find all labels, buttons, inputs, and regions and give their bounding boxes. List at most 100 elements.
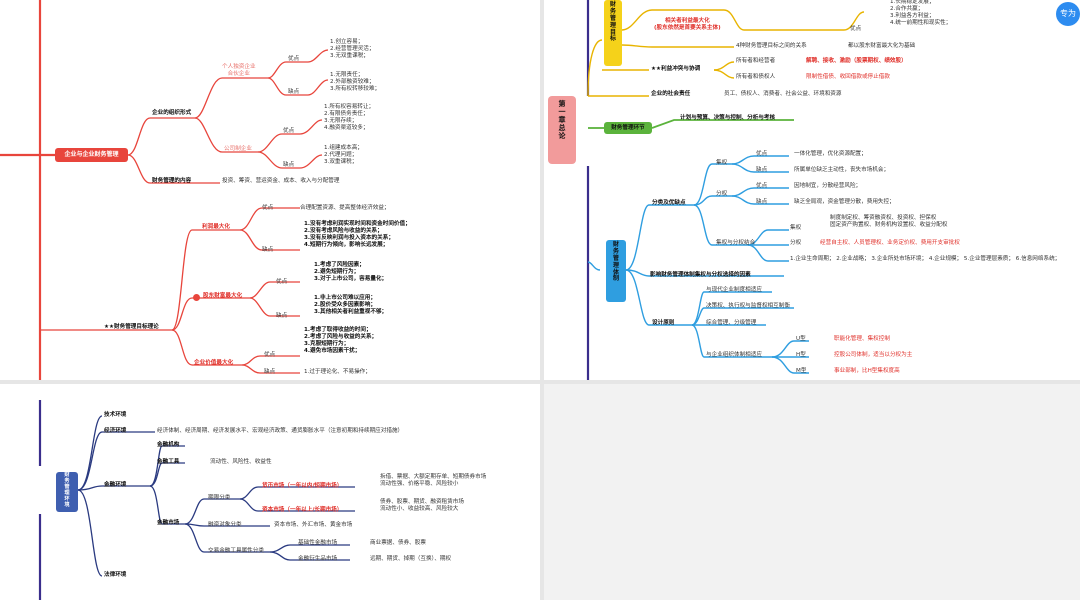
obj-text: 资本市场、外汇市场、黄金市场 [274, 522, 353, 528]
sole-partner-label: 个人独资企业 合伙企业 [222, 64, 256, 77]
social-text: 员工、债权人、消费者、社会公益、环境和资源 [724, 91, 842, 97]
target-icon [193, 294, 200, 301]
mix-central-label: 集权 [790, 225, 802, 231]
m-type-label: M型 [796, 368, 807, 374]
mix-decentral-label: 分权 [790, 240, 802, 246]
fin-tool-label: 金融工具 [157, 459, 180, 465]
owner-manager-label: 所有者和经营者 [736, 58, 776, 64]
law-env-label: 法律环境 [104, 572, 127, 578]
dis-label: 缺点 [283, 162, 295, 168]
adv-items: 1.考虑了取得收益的时间； 2.考虑了风险与收益的关系； 3.克服短期行为； 4… [304, 327, 378, 354]
adv-label: 优点 [756, 183, 768, 189]
owner-manager-text: 解聘、接收、激励（股票期权、绩效股） [806, 58, 907, 64]
connector-lines [586, 0, 865, 380]
user-avatar[interactable]: 专为 [1056, 2, 1080, 26]
environment-root: 财 务 管 理 环 境 [56, 472, 78, 512]
adv-label: 优点 [850, 26, 862, 32]
adv-label: 优点 [288, 56, 300, 62]
types-label: 分类及优缺点 [652, 200, 686, 206]
dis-label: 缺点 [288, 89, 300, 95]
cap-mkt-label: 资本市场（一年以上/长期市场） [262, 507, 343, 513]
owner-creditor-text: 限制性借债、收回借款或停止借款 [806, 74, 890, 80]
relation-text: 都以股东财富最大化为基础 [848, 43, 916, 49]
dis-label: 缺点 [756, 199, 768, 205]
mix-decentral-text: 经营自主权、人员管理权、业务定价权、费用开支审批权 [820, 240, 960, 246]
profit-max-label: 利润最大化 [202, 224, 230, 230]
dis-label: 缺点 [264, 369, 276, 375]
conflict-label: ★★利益冲突与协调 [651, 66, 701, 72]
goal-box: 财 务 管 理 目 标 [604, 0, 622, 66]
econ-env-label: 经济环境 [104, 428, 127, 434]
blank-panel [544, 384, 1080, 600]
dis-text: 1.过于理论化、不易操作； [304, 369, 371, 375]
mindmap-panel-overview: 第 一 章 总 论 财 务 管 理 目 标 相关者利益最大化 (股东依然是首要关… [544, 0, 1080, 380]
u-type-text: 职能化管理、集权控制 [834, 336, 890, 342]
tech-env-label: 技术环境 [104, 412, 127, 418]
root-node: 企业与企业财务管理 [55, 148, 128, 162]
money-mkt-text: 拆借、票据、大额定期存单、短期债券市场 流动性强、价格平稳、风险较小 [380, 474, 487, 487]
deriv-mkt-label: 金融衍生品市场 [298, 556, 338, 562]
adv-text: 因地制宜，分散经营风险； [794, 183, 862, 189]
fin-mkt-label: 金融市场 [157, 520, 180, 526]
adv-items: 1.考虑了风险因素； 2.避免短期行为； 3.对于上市公司，容易量化； [314, 262, 388, 282]
factors-text: 1.企业生命周期； 2.企业战略； 3.企业所处市场环境； 4.企业规模； 5.… [790, 256, 1061, 262]
share-max-label: 股东财富最大化 [203, 293, 243, 299]
design-label: 设计原则 [652, 320, 675, 326]
stakeholder-label: 相关者利益最大化 (股东依然是首要关系主体) [654, 18, 721, 31]
adv-label: 优点 [283, 128, 295, 134]
adv-text: 合理配置资源、提高整体经济效益； [300, 205, 390, 211]
factors-label: 影响财务管理体制集权与分权选择的因素 [650, 272, 751, 278]
design-item-3: 综合管理、分级管理 [706, 320, 757, 326]
org-forms-label: 企业的组织形式 [152, 110, 192, 116]
m-type-text: 事业部制，比H型集权度高 [834, 368, 900, 374]
chapter-root: 第 一 章 总 论 [548, 96, 576, 164]
decentral-label: 分权 [716, 191, 728, 197]
money-mkt-label: 货币市场（一年以内/短期市场） [262, 483, 343, 489]
mindmap-panel-enterprise: 企业与企业财务管理 企业的组织形式 个人独资企业 合伙企业 优点 1.创立容易；… [0, 0, 540, 380]
u-type-label: U型 [796, 336, 806, 342]
dis-text: 缺乏全局观，资金管理分散，费用失控； [794, 199, 895, 205]
dis-items: 1.组建成本高； 2.代理问题； 3.双重课税； [324, 145, 363, 165]
adv-items: 1.所有权容易转让； 2.有限债务责任； 3.无限存续； 4.融资渠道较多； [324, 104, 375, 131]
dis-items: 1.非上市公司难以应用； 2.股价受众多因素影响； 3.其他相关者利益重视不够； [314, 295, 388, 315]
adv-items: 1.创立容易； 2.经营管理灵活； 3.无双重课税； [330, 39, 375, 59]
design-item-4: 与企业组织体制相适应 [706, 352, 762, 358]
company-label: 公司制企业 [224, 146, 252, 152]
dis-label: 缺点 [262, 247, 274, 253]
adv-label: 优点 [756, 151, 768, 157]
design-item-2: 决策权、执行权与监督权相互制衡 [706, 303, 790, 309]
adv-items: 1.长期稳定发展； 2.合作共赢； 3.利益各方利益； 4.统一前期性和现实性； [890, 0, 952, 26]
adv-label: 优点 [276, 279, 288, 285]
dis-label: 缺点 [276, 313, 288, 319]
fm-content-text: 投资、筹资、营运资金、成本、收入与分配管理 [222, 178, 340, 184]
econ-env-text: 经济体制、经济周期、经济发展水平、宏观经济政策、通货膨胀水平（注意初期和持续期应… [157, 428, 404, 434]
theory-label: ★★财务管理目标理论 [104, 324, 159, 330]
mix-label: 集权与分权结合 [716, 240, 756, 246]
h-type-text: 控股公司体制，适当以分权为主 [834, 352, 913, 358]
design-item-1: 与现代企业制度相适应 [706, 287, 762, 293]
system-box: 财 务 管 理 体 制 [606, 240, 626, 302]
link-text: 计划与预算、决策与控制、分析与考核 [680, 115, 776, 121]
adv-label: 优点 [264, 352, 276, 358]
attr-label: 交易金融工具属性分类 [208, 548, 264, 554]
value-max-label: 企业价值最大化 [194, 360, 234, 366]
central-label: 集权 [716, 160, 728, 166]
social-label: 企业的社会责任 [651, 91, 691, 97]
adv-text: 一体化管理，优化资源配置； [794, 151, 867, 157]
obj-label: 融资对象分类 [208, 522, 242, 528]
fin-env-label: 金融环境 [104, 482, 127, 488]
cap-mkt-text: 债券、股票、期货、融资租赁市场 流动性小、收益较高、风险较大 [380, 499, 464, 512]
connector-lines [0, 0, 329, 380]
owner-creditor-label: 所有者和债权人 [736, 74, 776, 80]
basic-mkt-text: 商业票据、债券、股票 [370, 540, 426, 546]
term-label: 期限分类 [208, 495, 231, 501]
fin-tool-text: 流动性、风险性、收益性 [210, 459, 272, 465]
adv-label: 优点 [262, 205, 274, 211]
h-type-label: H型 [796, 352, 806, 358]
connector-lines [38, 400, 355, 600]
deriv-mkt-text: 远期、期货、掉期（互换）、期权 [370, 556, 452, 562]
mix-central-text: 制度制定权、筹资融资权、投资权、担保权 固定资产购置权、财务机构设置权、收益分配… [830, 215, 948, 228]
relation-label: 4种财务管理目标之间的关系 [736, 43, 807, 49]
fm-content-label: 财务管理的内容 [152, 178, 192, 184]
dis-items: 1.没有考虑利润实现时间和资金时间价值； 2.没有考虑风险与收益的关系； 3.没… [304, 221, 411, 248]
